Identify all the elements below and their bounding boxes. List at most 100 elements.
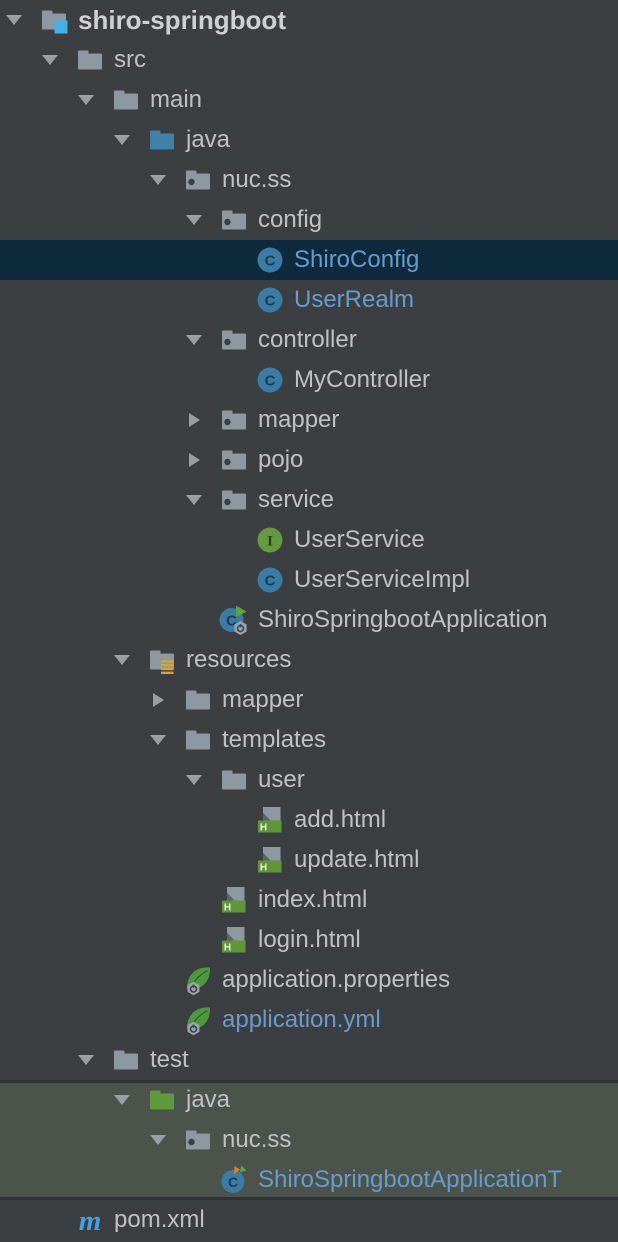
arrow-spacer (220, 520, 254, 560)
arrow-spacer (184, 1160, 218, 1200)
tree-row-shiro-springboot[interactable]: shiro-springboot (0, 0, 618, 40)
svg-text:H: H (224, 943, 231, 954)
tree-row-userrealm[interactable]: C UserRealm (0, 280, 618, 320)
svg-text:C: C (265, 293, 276, 310)
tree-item-label: MyController (294, 366, 431, 393)
tree-row-userservice[interactable]: I UserService (0, 520, 618, 560)
test-class-icon: C (218, 1164, 250, 1196)
tree-row-mycontroller[interactable]: C MyController (0, 360, 618, 400)
tree-row-templates[interactable]: templates (0, 720, 618, 760)
svg-text:I: I (267, 534, 273, 550)
svg-text:C: C (265, 573, 276, 590)
maven-file-icon: m (74, 1204, 106, 1236)
tree-item-label: update.html (294, 846, 420, 873)
tree-item-label: user (258, 766, 305, 793)
chevron-collapsed-icon[interactable] (184, 400, 218, 440)
tree-row-resources[interactable]: resources (0, 640, 618, 680)
tree-row-main[interactable]: main (0, 80, 618, 120)
project-folder-icon (38, 4, 70, 36)
svg-text:H: H (224, 903, 231, 914)
class-icon: C (254, 564, 286, 596)
svg-text:C: C (265, 253, 276, 270)
package-icon (218, 324, 250, 356)
arrow-spacer (220, 560, 254, 600)
tree-row-nuc-ss[interactable]: nuc.ss (0, 160, 618, 200)
tree-row-mapper[interactable]: mapper (0, 680, 618, 720)
chevron-expanded-icon[interactable] (184, 320, 218, 360)
tree-row-mapper[interactable]: mapper (0, 400, 618, 440)
tree-row-java[interactable]: java (0, 120, 618, 160)
tree-row-pojo[interactable]: pojo (0, 440, 618, 480)
tree-row-nuc-ss[interactable]: nuc.ss (0, 1120, 618, 1160)
tree-item-label: UserRealm (294, 286, 415, 313)
arrow-spacer (220, 800, 254, 840)
svg-text:H: H (260, 863, 267, 874)
chevron-collapsed-icon[interactable] (148, 680, 182, 720)
tree-row-config[interactable]: config (0, 200, 618, 240)
tree-item-label: service (258, 486, 335, 513)
tree-row-controller[interactable]: controller (0, 320, 618, 360)
tree-item-label: test (150, 1046, 189, 1073)
class-icon: C (254, 244, 286, 276)
tree-item-label: resources (186, 646, 292, 673)
tree-row-user[interactable]: user (0, 760, 618, 800)
svg-text:C: C (226, 613, 237, 630)
chevron-expanded-icon[interactable] (184, 760, 218, 800)
chevron-expanded-icon[interactable] (76, 80, 110, 120)
class-icon: C (254, 364, 286, 396)
chevron-expanded-icon[interactable] (4, 0, 38, 40)
arrow-spacer (184, 600, 218, 640)
folder-icon (110, 84, 142, 116)
tree-row-application-properties[interactable]: application.properties (0, 960, 618, 1000)
tree-row-java[interactable]: java (0, 1080, 618, 1120)
tree-item-label: application.yml (222, 1006, 381, 1033)
tree-item-label: application.properties (222, 966, 451, 993)
chevron-collapsed-icon[interactable] (184, 440, 218, 480)
chevron-expanded-icon[interactable] (184, 480, 218, 520)
resources-folder-icon (146, 644, 178, 676)
chevron-expanded-icon[interactable] (112, 1080, 146, 1120)
arrow-spacer (220, 280, 254, 320)
tree-row-src[interactable]: src (0, 40, 618, 80)
chevron-expanded-icon[interactable] (184, 200, 218, 240)
tree-row-application-yml[interactable]: application.yml (0, 1000, 618, 1040)
chevron-expanded-icon[interactable] (76, 1040, 110, 1080)
chevron-expanded-icon[interactable] (148, 1120, 182, 1160)
tree-item-label: pojo (258, 446, 304, 473)
svg-text:H: H (260, 823, 267, 834)
tree-row-pom-xml[interactable]: m pom.xml (0, 1200, 618, 1240)
tree-item-label: UserService (294, 526, 425, 553)
chevron-expanded-icon[interactable] (148, 720, 182, 760)
arrow-spacer (220, 840, 254, 880)
tree-row-service[interactable]: service (0, 480, 618, 520)
arrow-spacer (184, 880, 218, 920)
chevron-expanded-icon[interactable] (112, 120, 146, 160)
html-file-icon: H (218, 924, 250, 956)
chevron-expanded-icon[interactable] (40, 40, 74, 80)
tree-item-label: nuc.ss (222, 166, 292, 193)
tree-item-label: pom.xml (114, 1206, 205, 1233)
folder-icon (218, 764, 250, 796)
svg-text:m: m (79, 1205, 102, 1236)
tree-item-label: index.html (258, 886, 368, 913)
package-icon (182, 1124, 214, 1156)
springboot-class-icon: C (218, 604, 250, 636)
chevron-expanded-icon[interactable] (112, 640, 146, 680)
tree-item-label: login.html (258, 926, 361, 953)
test-source-folder-icon (146, 1084, 178, 1116)
tree-row-test[interactable]: test (0, 1040, 618, 1080)
chevron-expanded-icon[interactable] (148, 160, 182, 200)
tree-item-label: src (114, 46, 146, 73)
folder-icon (74, 44, 106, 76)
spring-config-icon (182, 1004, 214, 1036)
interface-icon: I (254, 524, 286, 556)
